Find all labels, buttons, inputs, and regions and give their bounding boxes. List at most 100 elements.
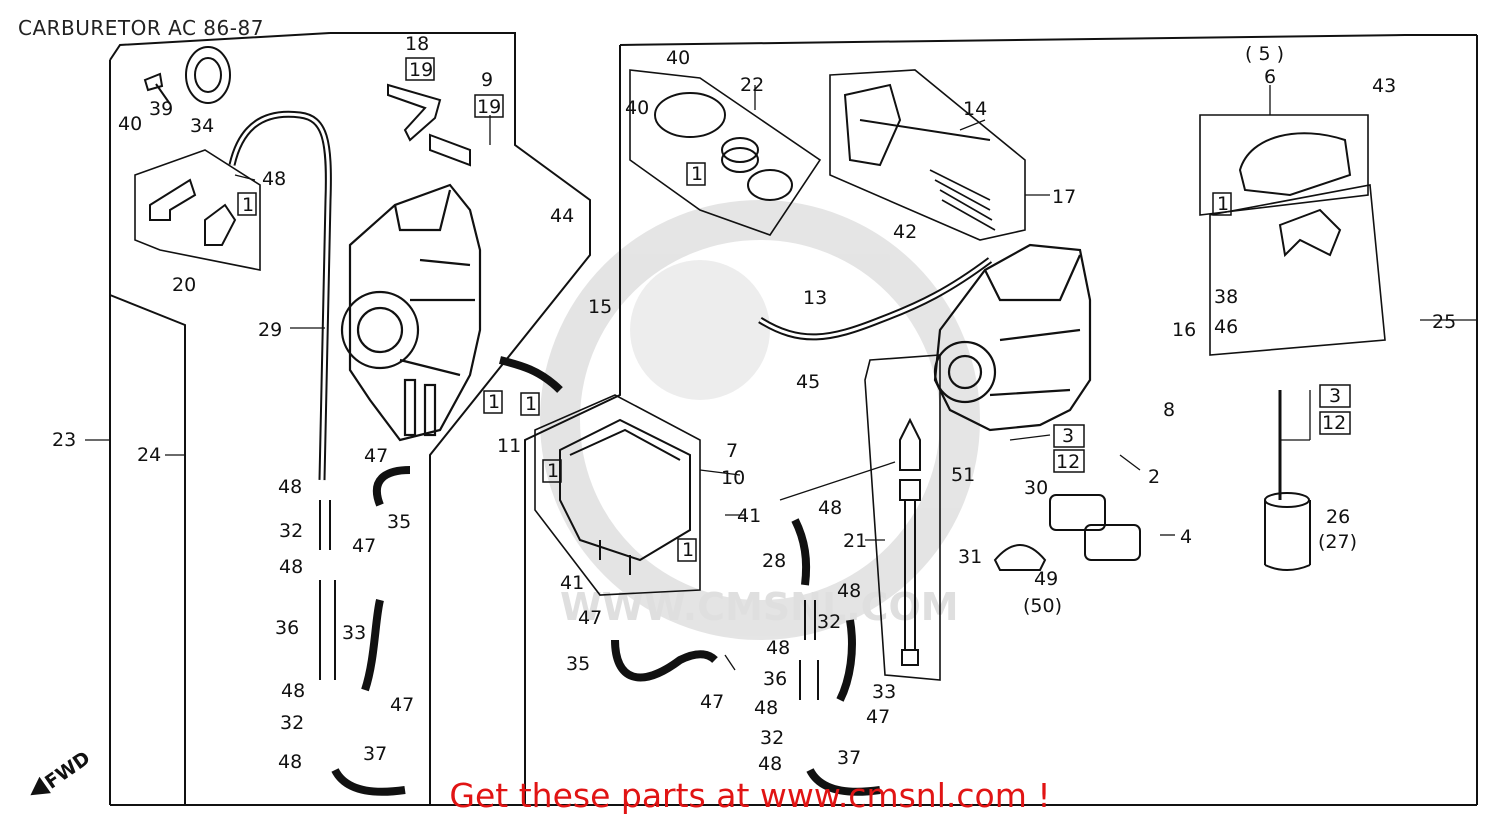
callout: 36: [763, 668, 787, 690]
callout: 21: [843, 530, 867, 552]
box-21: [864, 354, 941, 681]
callout: 45: [796, 371, 820, 393]
callout: 51: [951, 464, 975, 486]
callout: 36: [275, 617, 299, 639]
callout: 1: [242, 194, 254, 216]
callout: 10: [721, 467, 745, 489]
callout: ( 5 ): [1245, 43, 1284, 65]
callout: 39: [149, 98, 173, 120]
callout: 1: [682, 539, 694, 561]
callout: 19: [409, 59, 433, 81]
callout: 35: [566, 653, 590, 675]
callout: 33: [342, 622, 366, 644]
hose-37-left: [331, 767, 406, 796]
hose-33-right: [836, 619, 856, 702]
callout: 31: [958, 546, 982, 568]
callout: 1: [691, 163, 703, 185]
boxed-numbers: [237, 57, 1351, 562]
callout: 1: [1217, 193, 1229, 215]
hose-35-left: [372, 466, 411, 507]
callout: 37: [363, 743, 387, 765]
parts: [143, 46, 1352, 796]
callout: 48: [837, 580, 861, 602]
box-22: [629, 69, 822, 236]
callout: 23: [52, 429, 76, 451]
callout: 48: [766, 637, 790, 659]
box-20: [134, 149, 261, 271]
hose-11: [499, 356, 563, 393]
callout: 16: [1172, 319, 1196, 341]
hose-35-middle: [611, 639, 718, 682]
callout: 30: [1024, 477, 1048, 499]
callout: (50): [1023, 595, 1062, 617]
carburetor-right: [933, 243, 1092, 432]
callout: 12: [1322, 412, 1346, 434]
callout: 14: [963, 98, 987, 120]
callout: 49: [1034, 568, 1058, 590]
callout: 13: [803, 287, 827, 309]
callout: 32: [817, 611, 841, 633]
callouts: 18 19 9 19 39 34 40 48 1 20 29 44 15 23 …: [52, 33, 1456, 775]
callout: 43: [1372, 75, 1396, 97]
callout: 48: [279, 556, 303, 578]
callout: 28: [762, 550, 786, 572]
callout: 47: [578, 607, 602, 629]
callout: 20: [172, 274, 196, 296]
callout: 46: [1214, 316, 1238, 338]
callout: (27): [1318, 531, 1357, 553]
callout: 48: [758, 753, 782, 775]
box-17: [829, 69, 1026, 241]
callout: 44: [550, 205, 574, 227]
callout: 8: [1163, 399, 1175, 421]
frame: [109, 32, 1478, 806]
callout: 11: [497, 435, 521, 457]
hose-37-right: [806, 767, 881, 796]
callout: 3: [1329, 385, 1341, 407]
callout: 47: [352, 535, 376, 557]
callout: 34: [190, 115, 214, 137]
callout: 47: [866, 706, 890, 728]
callout: 47: [700, 691, 724, 713]
callout: 41: [737, 505, 761, 527]
watermark-text: WWW.CMSNL.COM: [560, 585, 959, 629]
hose-28: [791, 518, 811, 586]
callout: 9: [481, 69, 493, 91]
footer-link[interactable]: Get these parts at www.cmsnl.com !: [449, 776, 1051, 815]
subassembly-boxes: [134, 69, 1386, 681]
callout: 47: [390, 694, 414, 716]
callout: 2: [1148, 466, 1160, 488]
callout: 15: [588, 296, 612, 318]
callout: 40: [118, 113, 142, 135]
callout: 42: [893, 221, 917, 243]
callout: 40: [625, 97, 649, 119]
callout: 19: [477, 96, 501, 118]
callout: 48: [278, 476, 302, 498]
callout: 41: [560, 572, 584, 594]
callout: 48: [818, 497, 842, 519]
callout: 32: [279, 520, 303, 542]
callout: 25: [1432, 311, 1456, 333]
leader-lines: [85, 85, 1477, 671]
carburetor-left: [340, 183, 482, 442]
callout: 1: [547, 460, 559, 482]
callout: 1: [525, 393, 537, 415]
callout: 40: [666, 47, 690, 69]
box-6: [1199, 114, 1369, 216]
box-16: [1209, 184, 1386, 356]
callout: 3: [1062, 425, 1074, 447]
watermark: WWW.CMSNL.COM: [540, 200, 980, 640]
callout: 17: [1052, 186, 1076, 208]
callout: 22: [740, 74, 764, 96]
callout: 12: [1056, 451, 1080, 473]
callout: 48: [754, 697, 778, 719]
callout: 38: [1214, 286, 1238, 308]
callout: 29: [258, 319, 282, 341]
callout: 37: [837, 747, 861, 769]
callout: 1: [488, 391, 500, 413]
callout: 48: [262, 168, 286, 190]
callout: 48: [281, 680, 305, 702]
callout: 4: [1180, 526, 1192, 548]
callout: 32: [280, 712, 304, 734]
callout: 32: [760, 727, 784, 749]
